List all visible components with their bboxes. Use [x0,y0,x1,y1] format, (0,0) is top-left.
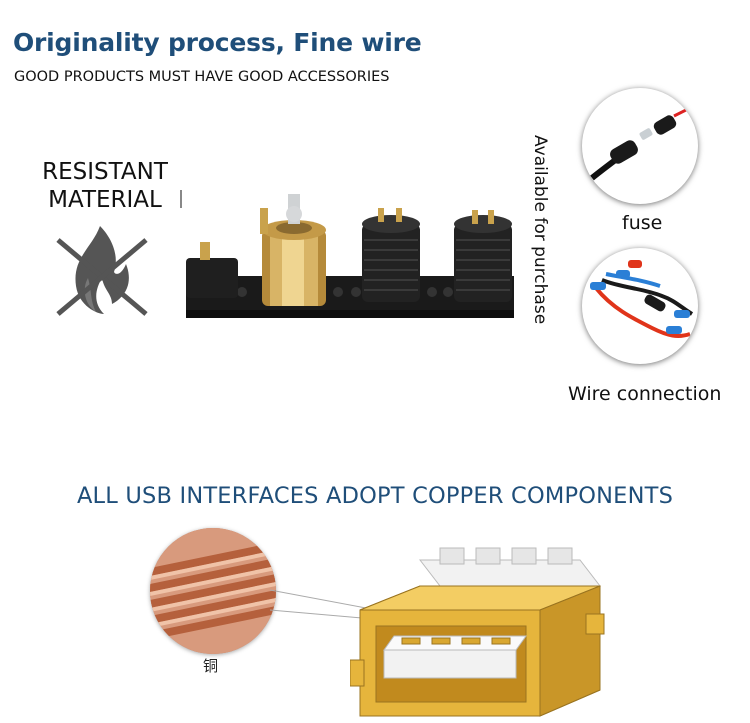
resistant-line-1: RESISTANT [42,159,168,185]
no-fire-icon [56,226,148,316]
page-title: Originality process, Fine wire [13,28,422,57]
resistant-line-2: MATERIAL [48,187,162,213]
fuse-icon [590,102,698,181]
available-for-purchase-text: Available for purchase [530,135,550,325]
copper-sheets-image [150,528,276,654]
page-subtitle: GOOD PRODUCTS MUST HAVE GOOD ACCESSORIES [14,69,390,85]
wire-connection-label: Wire connection [568,383,722,405]
fuse-image [582,88,698,204]
copper-sheets-icon [150,528,276,654]
wire-connection-icon [590,260,694,338]
socket-panel-image [186,194,514,318]
fuse-label: fuse [622,212,663,234]
copper-label: 铜 [203,657,219,675]
resistant-material-label: RESISTANT MATERIAL [30,158,180,214]
wire-connection-image [582,248,698,364]
usb-port-illustration [350,547,605,717]
divider-tick [180,190,182,208]
usb-section-heading: ALL USB INTERFACES ADOPT COPPER COMPONEN… [76,483,674,509]
